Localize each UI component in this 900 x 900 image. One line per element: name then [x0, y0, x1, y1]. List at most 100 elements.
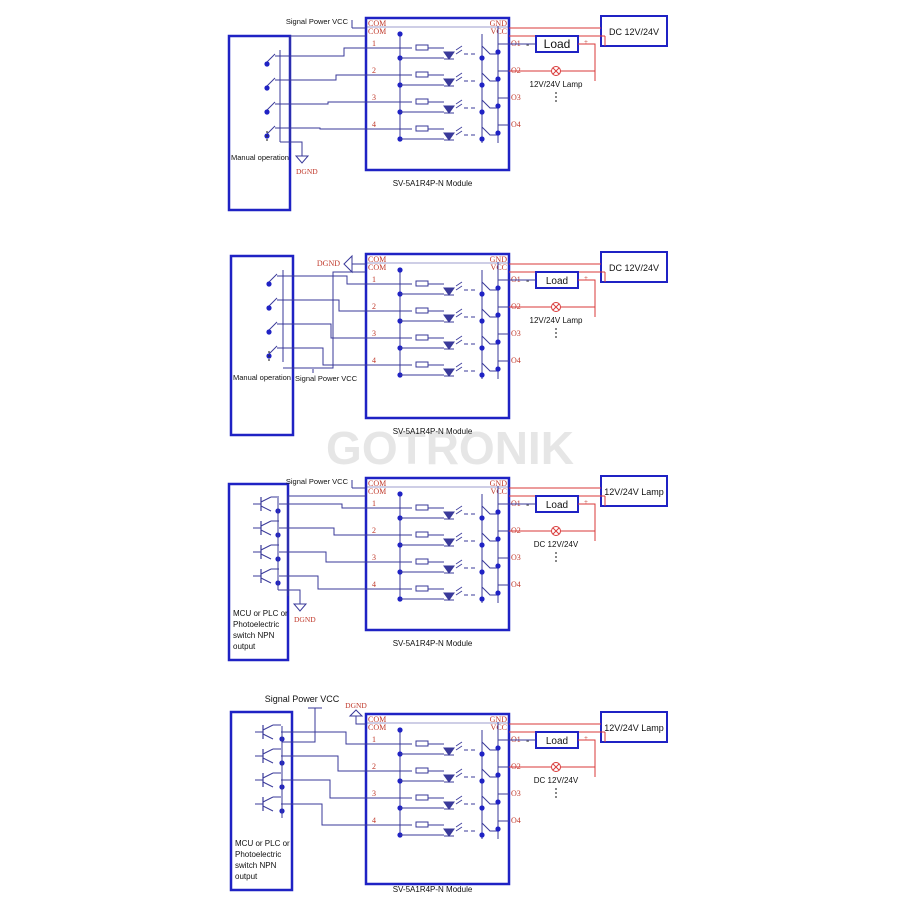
input-pin-label: 3 [372, 553, 376, 562]
junction-node [495, 130, 501, 136]
npn-emitter [262, 757, 274, 764]
com-label: COM [368, 487, 386, 496]
light-arrow [455, 559, 463, 565]
junction-node [495, 103, 501, 109]
ground-icon [348, 709, 364, 717]
ellipsis-dot [266, 139, 268, 141]
junction-node [479, 569, 485, 575]
load-supply-wire [578, 279, 596, 317]
light-arrow [455, 103, 463, 109]
light-arrow [455, 130, 463, 136]
junction-node [495, 799, 501, 805]
lamp-label: 12V/24V Lamp [530, 316, 583, 325]
gnd-pin-label: GND [490, 255, 508, 264]
output-pin-label: O3 [511, 93, 521, 102]
signal-route-wire [279, 127, 366, 130]
junction-node [495, 285, 501, 291]
gnd-pin-label: GND [490, 479, 508, 488]
input-pin-label: 3 [372, 789, 376, 798]
input-pin-label: 4 [372, 580, 376, 589]
relay-contact [481, 99, 498, 109]
load-plus-label: + [584, 38, 588, 46]
junction-node [397, 727, 403, 733]
light-arrow [455, 536, 463, 542]
source-label: MCU or PLC or [235, 839, 290, 848]
source-label: Manual operation [231, 153, 289, 162]
light-arrow [455, 366, 463, 372]
optocoupler-led-icon [443, 314, 455, 323]
relay-contact [481, 281, 498, 291]
signal-vcc-label: Signal Power VCC [286, 17, 349, 26]
lamp-cross [552, 67, 560, 75]
module-label: SV-5A1R4P-N Module [393, 639, 473, 648]
junction-node [495, 49, 501, 55]
resistor-icon [415, 334, 429, 341]
resistor-icon [415, 98, 429, 105]
optocoupler-led-icon [443, 592, 455, 601]
junction-node [479, 318, 485, 324]
light-arrow [455, 335, 463, 341]
supply-box [600, 711, 668, 743]
optocoupler-led-icon [443, 828, 455, 837]
lamp-cross [552, 303, 560, 311]
junction-node [479, 542, 485, 548]
relay-contact [481, 362, 498, 372]
light-arrow [455, 745, 463, 751]
ellipsis-dot [555, 328, 557, 330]
junction-node [479, 109, 485, 115]
load-minus-label: - [526, 736, 529, 747]
junction-node [495, 509, 501, 515]
optocoupler-led-icon [443, 801, 455, 810]
input-pin-label: 1 [372, 499, 376, 508]
light-arrow [455, 312, 463, 318]
input-pin-label: 2 [372, 526, 376, 535]
npn-emitter [260, 529, 272, 536]
relay-contact [481, 126, 498, 136]
input-pin-label: 1 [372, 39, 376, 48]
resistor-icon [415, 767, 429, 774]
input-pin-label: 2 [372, 302, 376, 311]
lamp-cross [552, 527, 560, 535]
input-pin-label: 1 [372, 735, 376, 744]
junction-node [479, 832, 485, 838]
module-label: SV-5A1R4P-N Module [393, 179, 473, 188]
resistor-icon [415, 504, 429, 511]
optocoupler-led-icon [443, 132, 455, 141]
ellipsis-dot [555, 332, 557, 334]
relay-contact [481, 822, 498, 832]
module-box [364, 476, 511, 632]
load-minus-label: - [526, 500, 529, 511]
supply-label: 12V/24V Lamp [604, 723, 664, 733]
dgnd-label: DGND [345, 701, 367, 710]
junction-node [479, 372, 485, 378]
supply-label: 12V/24V Lamp [604, 487, 664, 497]
relay-contact [481, 795, 498, 805]
signal-route-wire [281, 347, 366, 366]
junction-node [479, 136, 485, 142]
junction-node [397, 491, 403, 497]
com-label: COM [368, 27, 386, 36]
lamp-label: DC 12V/24V [534, 776, 579, 785]
relay-contact [481, 335, 498, 345]
output-pin-label: O4 [511, 580, 521, 589]
input-pin-label: 1 [372, 275, 376, 284]
light-arrow [455, 795, 463, 801]
resistor-icon [415, 125, 429, 132]
signal-route-wire [279, 575, 366, 590]
junction-node [495, 76, 501, 82]
switch-icon [266, 53, 276, 63]
source-label: Photoelectric [235, 850, 281, 859]
resistor-icon [415, 71, 429, 78]
input-pin-label: 4 [372, 356, 376, 365]
ellipsis-dot [555, 92, 557, 94]
ellipsis-dot [266, 131, 268, 133]
resistor-icon [415, 821, 429, 828]
switch-pivot [266, 305, 272, 311]
npn-collector [260, 496, 272, 503]
source-box [229, 254, 295, 437]
switch-icon [266, 77, 276, 87]
dgnd-wire [278, 589, 301, 604]
vcc-pin-label: VCC [491, 27, 507, 36]
